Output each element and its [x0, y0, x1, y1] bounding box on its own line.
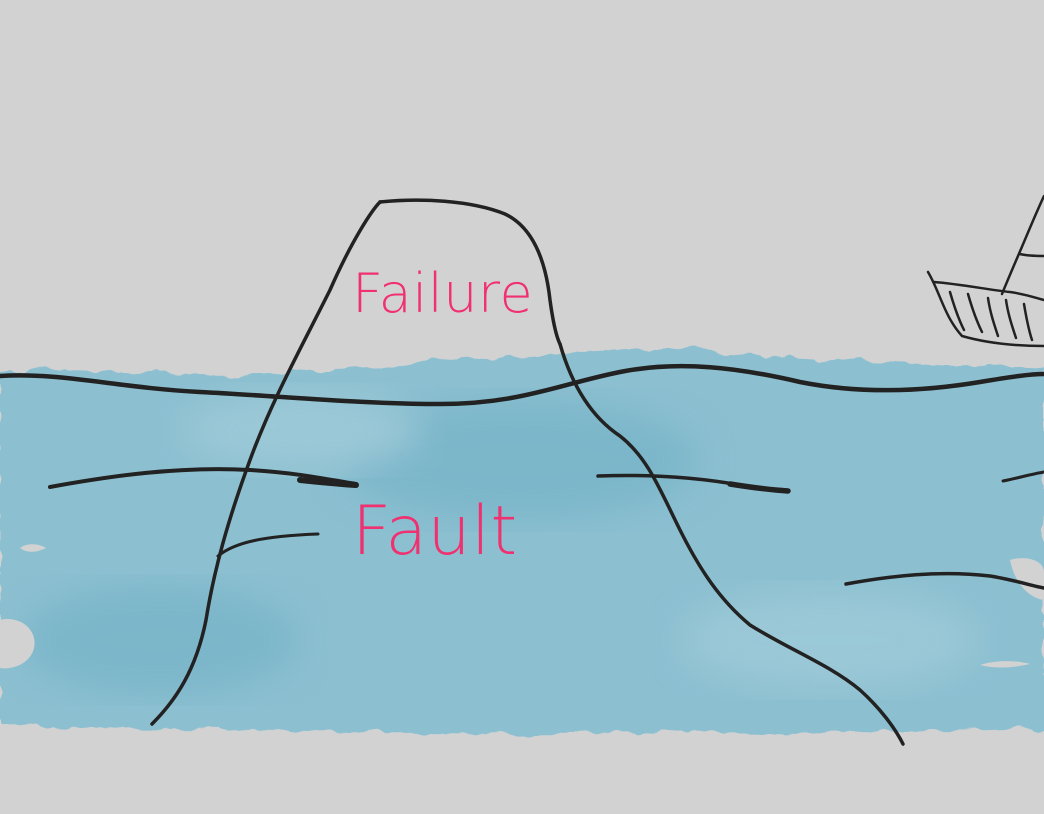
boat-plank-1	[948, 290, 966, 332]
iceberg-top	[378, 198, 562, 346]
boat-plank-3	[986, 296, 1000, 338]
fault-label: Fault	[352, 492, 518, 571]
iceberg-icon	[0, 198, 1044, 746]
ripple-left	[48, 467, 358, 489]
ripple-right-high	[1001, 470, 1044, 483]
boat-mast	[1000, 194, 1044, 296]
waterline	[0, 363, 1044, 407]
water-splotches	[0, 544, 1044, 669]
boat-plank-5	[1022, 302, 1034, 342]
ripple-center-end	[727, 481, 791, 494]
ripple-small	[216, 532, 320, 558]
boat-deck	[932, 280, 1044, 302]
boat-sail-edge	[1018, 252, 1044, 258]
iceberg-left-edge	[150, 200, 382, 726]
boat-hull	[926, 270, 1044, 348]
failure-label: Failure	[352, 262, 534, 325]
ripple-right-low	[844, 571, 1044, 590]
boat-plank-4	[1004, 298, 1018, 340]
iceberg-right-edge	[558, 342, 905, 746]
ripple-left-end	[297, 477, 359, 488]
boat-icon	[926, 194, 1044, 348]
boat-plank-2	[966, 292, 984, 334]
